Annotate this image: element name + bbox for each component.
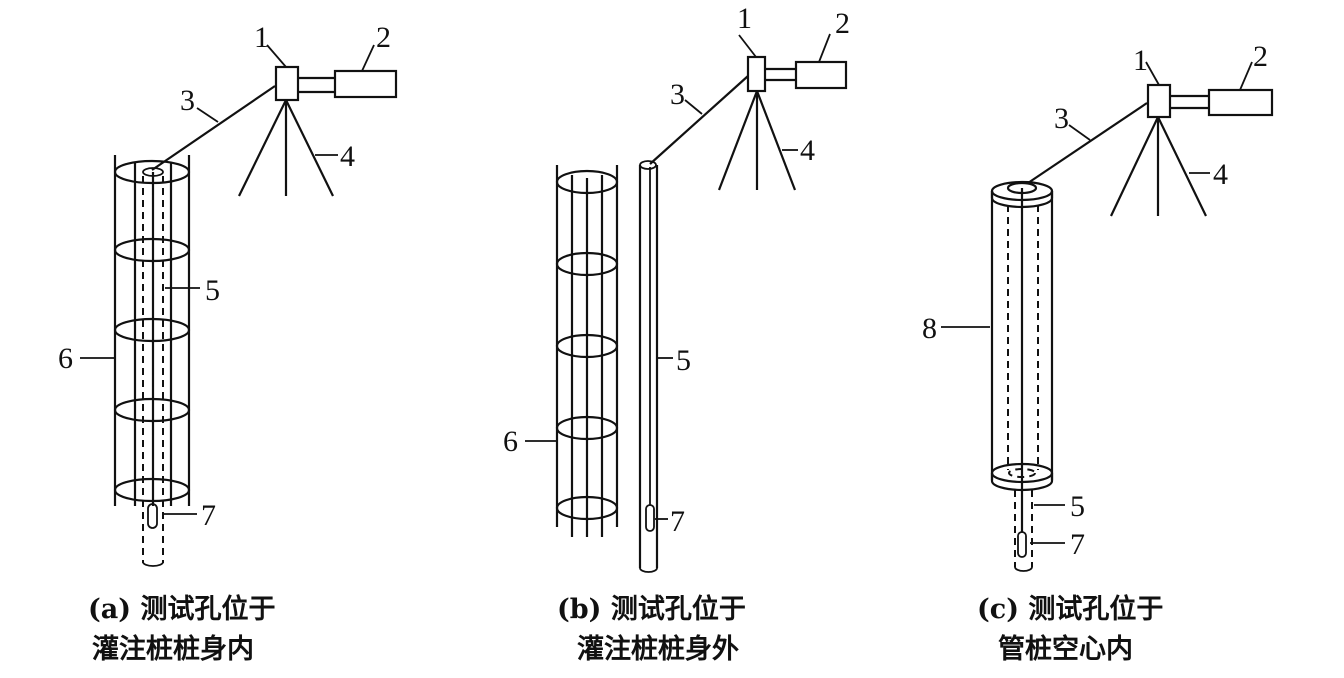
tripod-leg-right: [285, 99, 334, 197]
caption-a-line1: (a) 测试孔位于: [88, 594, 276, 625]
tripod-leg-right: [1157, 116, 1207, 217]
tube-bottom: [142, 561, 164, 567]
recorder-box: [794, 60, 848, 90]
pulley-box: [274, 65, 300, 102]
tube-top: [639, 160, 657, 170]
tube-bottom: [639, 567, 658, 573]
label-6: 6: [503, 425, 518, 458]
panel-a: 1 2 3 4 5 6 7: [58, 21, 398, 567]
label-3: 3: [670, 78, 685, 111]
leader-2: [1239, 61, 1253, 91]
probe: [1017, 531, 1027, 558]
label-2: 2: [376, 21, 391, 54]
pulley-box: [746, 55, 767, 93]
leader-3: [1068, 124, 1091, 141]
cage-ring: [113, 159, 191, 185]
leader-2: [818, 33, 831, 63]
cage-ring: [555, 495, 619, 521]
cage-ring: [113, 237, 191, 263]
cable: [151, 85, 276, 171]
tripod-leg-left: [717, 90, 759, 191]
label-4: 4: [800, 134, 815, 167]
label-7: 7: [670, 505, 685, 538]
tripod-leg-left: [238, 99, 287, 197]
label-7: 7: [201, 499, 216, 532]
caption-a-line2: 灌注桩桩身内: [92, 634, 254, 665]
panel-c: 1 2 3 4 5 8 7: [922, 40, 1274, 572]
tripod-leg-left: [1110, 116, 1159, 217]
label-3: 3: [1054, 102, 1069, 135]
cage-ring: [555, 251, 619, 277]
label-6: 6: [58, 342, 73, 375]
pulley-box: [1146, 83, 1172, 119]
cable: [649, 75, 749, 165]
tube-bottom: [1014, 566, 1033, 572]
tripod-leg-right: [755, 90, 797, 191]
label-5: 5: [205, 274, 220, 307]
caption-b-line1: (b) 测试孔位于: [557, 594, 746, 625]
label-2: 2: [835, 7, 850, 40]
label-1: 1: [254, 21, 269, 54]
label-5: 5: [1070, 490, 1085, 523]
leader-3: [196, 107, 219, 123]
probe: [147, 503, 158, 529]
recorder-box: [333, 69, 398, 99]
cage-ring: [113, 477, 191, 503]
leader-2: [361, 44, 375, 72]
label-7: 7: [1070, 528, 1085, 561]
caption-c-line1: (c) 测试孔位于: [977, 594, 1164, 625]
leader-1: [1145, 61, 1160, 86]
leader-3: [684, 99, 703, 115]
tube-top: [142, 167, 164, 177]
cable: [1027, 102, 1148, 184]
cage-ring: [555, 169, 619, 195]
label-1: 1: [1133, 44, 1148, 77]
label-4: 4: [1213, 158, 1228, 191]
caption-b-line2: 灌注桩桩身外: [577, 634, 739, 665]
leader-1: [266, 44, 287, 68]
label-3: 3: [180, 84, 195, 117]
cage-ring: [113, 317, 191, 343]
label-8: 8: [922, 312, 937, 345]
panel-b: 1 2 3 4 5 6 7: [503, 2, 850, 573]
leader-1: [738, 34, 757, 58]
caption-c-line2: 管桩空心内: [998, 634, 1133, 665]
label-4: 4: [340, 140, 355, 173]
recorder-box: [1207, 88, 1274, 117]
cage-ring: [555, 415, 619, 441]
label-1: 1: [737, 2, 752, 35]
label-2: 2: [1253, 40, 1268, 73]
cage-ring: [555, 333, 619, 359]
cage-ring: [113, 397, 191, 423]
probe: [645, 504, 655, 532]
label-5: 5: [676, 344, 691, 377]
